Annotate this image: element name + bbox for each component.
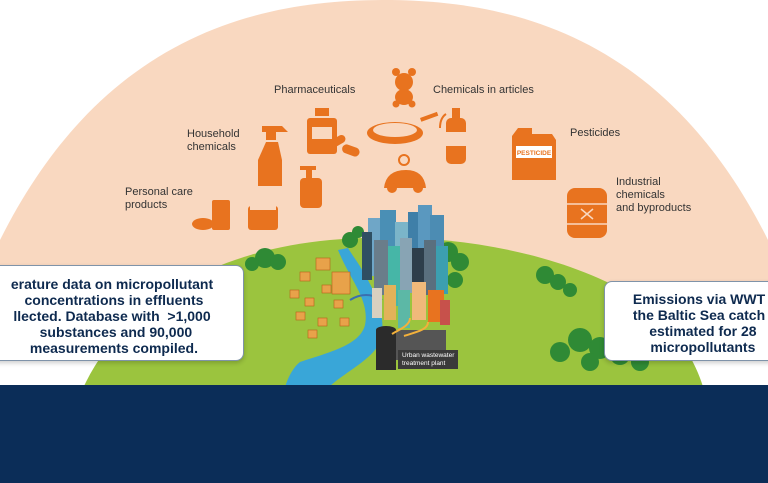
teddy-bear-icon — [392, 68, 416, 108]
sea — [0, 385, 768, 483]
spray-bottle-icon — [258, 126, 288, 186]
barrel-icon — [567, 188, 607, 238]
label-household: Household chemicals — [187, 128, 240, 153]
fire-extinguisher-icon — [439, 108, 466, 164]
trees — [245, 226, 649, 371]
river — [282, 248, 383, 398]
pesticide-canister-icon: PESTICIDE — [512, 128, 556, 180]
toy-car-icon — [384, 154, 426, 193]
city-buildings — [362, 205, 450, 328]
houses — [289, 257, 351, 339]
frying-pan-icon — [367, 111, 439, 144]
label-chemicals-in-articles: Chemicals in articles — [433, 84, 534, 96]
label-pesticides: Pesticides — [570, 127, 621, 139]
literature-data-box: erature data on micropollutant concentra… — [0, 265, 244, 361]
cosmetics-icon — [192, 200, 278, 230]
treatment-plant-label: Urban wastewater treatment plant — [398, 350, 459, 369]
label-industrial: Industrial chemicals and byproducts — [616, 176, 692, 214]
pesticide-canister-label: PESTICIDE — [517, 150, 552, 157]
label-personal-care: Personal care products — [125, 186, 193, 211]
emissions-box: Emissions via WWT the Baltic Sea catch e… — [604, 281, 768, 361]
pill-bottle-icon — [307, 108, 360, 157]
pump-bottle-icon — [300, 166, 322, 208]
sources-dome — [0, 0, 768, 330]
label-pharmaceuticals: Pharmaceuticals — [274, 84, 356, 96]
